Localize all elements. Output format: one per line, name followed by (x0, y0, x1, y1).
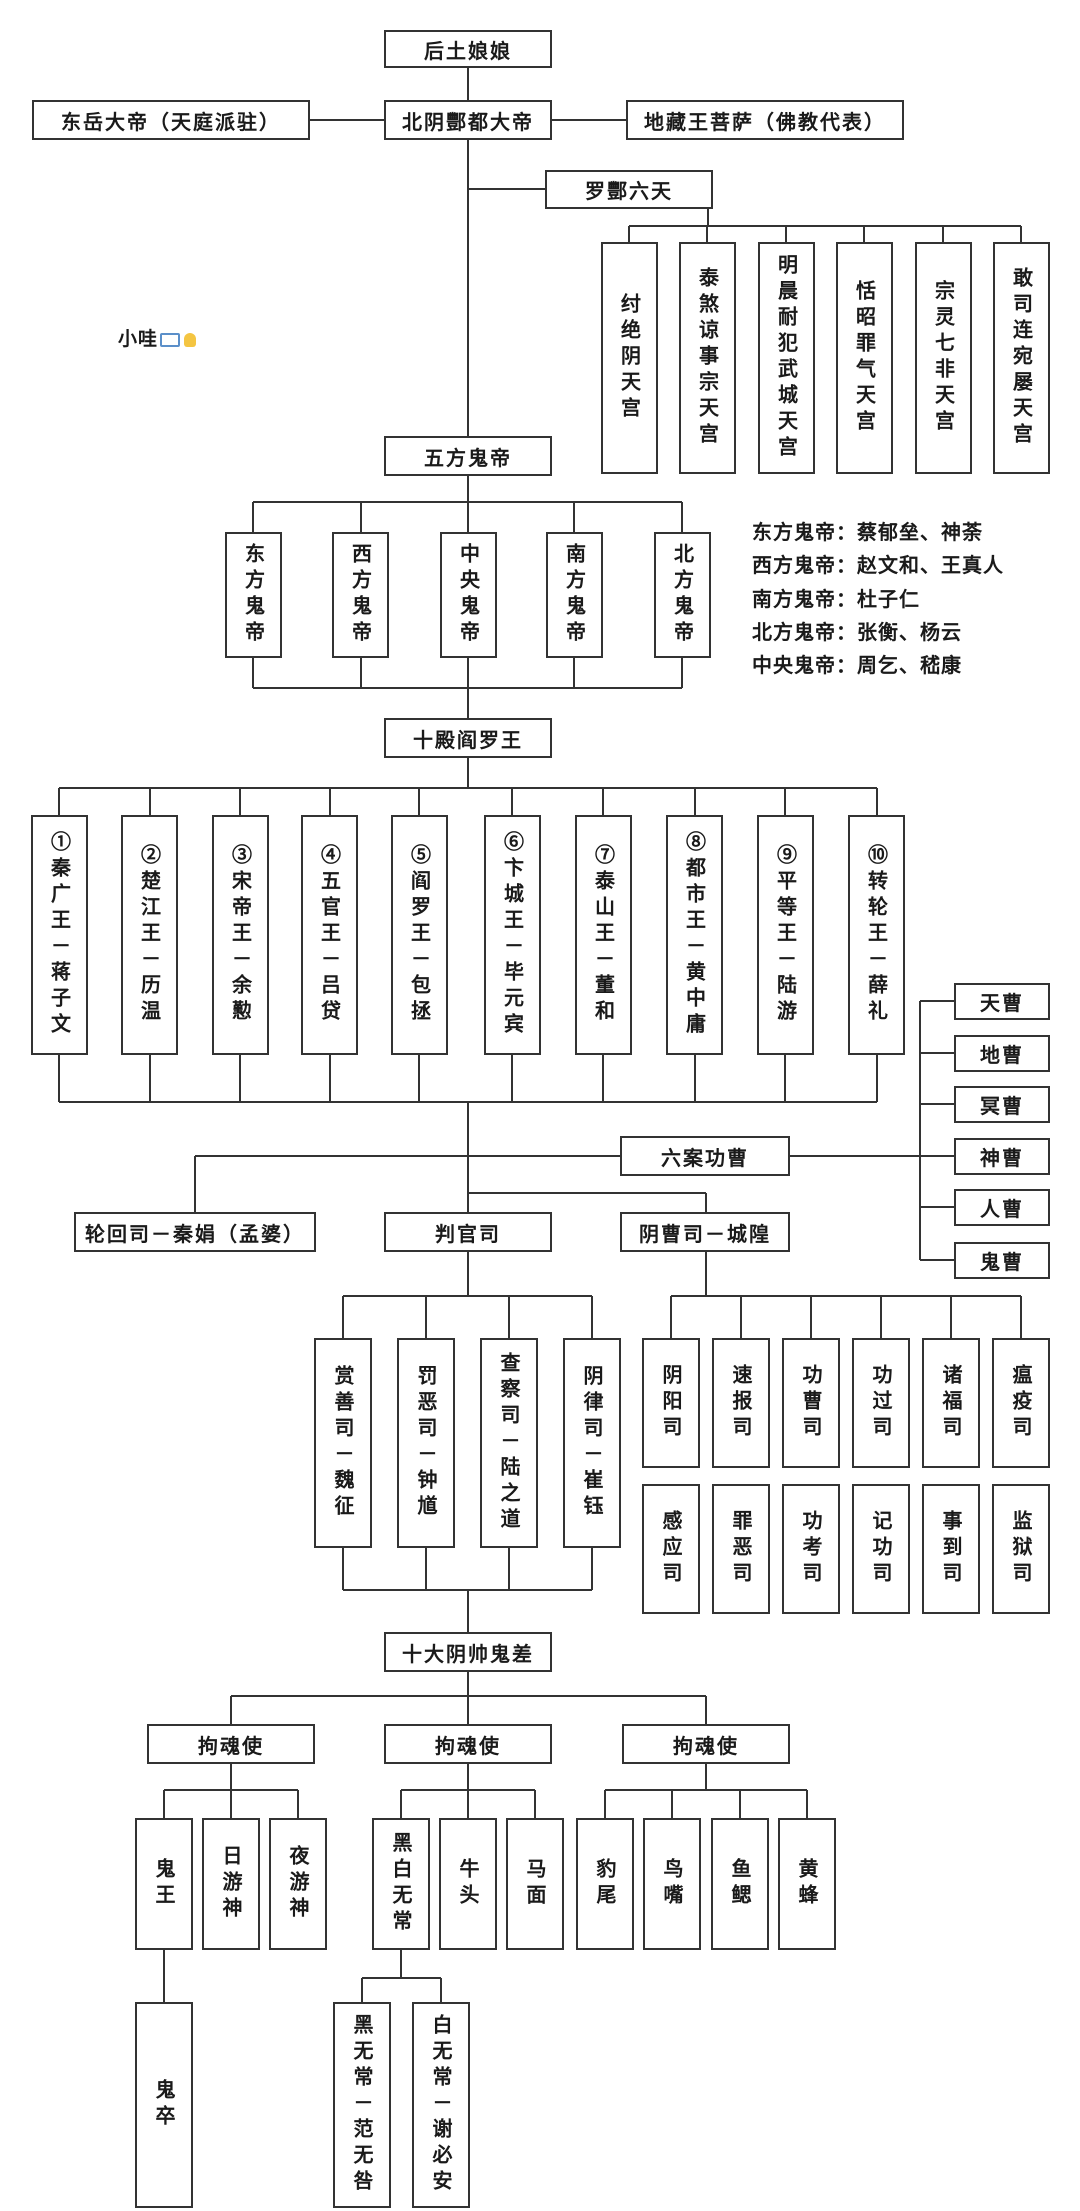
shidian-king-4: ④五官王－吕贷 (301, 815, 358, 1055)
yincao-node: 阴曹司－城隍 (620, 1212, 790, 1252)
liuan-tiancao: 天曹 (954, 983, 1050, 1020)
liuan-guicao: 鬼曹 (954, 1242, 1050, 1279)
panguan-yinlv: 阴律司－崔钰 (563, 1338, 621, 1548)
book-icon (160, 333, 181, 347)
wufang-emperor-center: 中央鬼帝 (440, 532, 497, 658)
wufang-note-5: 中央鬼帝：周乞、嵇康 (752, 653, 962, 677)
shidian-king-8: ⑧都市王－黄中庸 (666, 815, 723, 1055)
niutou-node: 牛头 (439, 1818, 497, 1950)
wufang-note-4: 北方鬼帝：张衡、杨云 (752, 620, 962, 644)
luofeng-palace-5: 宗灵七非天宫 (915, 242, 972, 474)
lightbulb-icon (184, 333, 197, 347)
yincao-wenyi: 瘟疫司 (992, 1338, 1050, 1468)
wufang-note-3: 南方鬼帝：杜子仁 (752, 587, 920, 611)
yincao-zuie: 罪恶司 (712, 1484, 770, 1614)
dongyue-node: 东岳大帝（天庭派驻） (32, 100, 310, 140)
wufang-emperor-west: 西方鬼帝 (332, 532, 389, 658)
yincao-subao: 速报司 (712, 1338, 770, 1468)
author-note: 小哇 (118, 324, 197, 351)
yincao-shidao: 事到司 (922, 1484, 980, 1614)
beiyin-node: 北阴酆都大帝 (384, 100, 552, 140)
gouhun-right: 拘魂使 (622, 1724, 790, 1764)
liuan-mingcao: 冥曹 (954, 1086, 1050, 1123)
luofeng-node: 罗酆六天 (545, 170, 713, 209)
lunhui-node: 轮回司－秦娟（孟婆） (74, 1212, 316, 1252)
liuan-rencao: 人曹 (954, 1189, 1050, 1226)
yincao-ganying: 感应司 (642, 1484, 700, 1614)
mamian-node: 马面 (506, 1818, 564, 1950)
wufang-note-2: 西方鬼帝：赵文和、王真人 (752, 553, 1004, 577)
yincao-gongcao: 功曹司 (782, 1338, 840, 1468)
yincao-yinyang: 阴阳司 (642, 1338, 700, 1468)
yincao-jianyu: 监狱司 (992, 1484, 1050, 1614)
shidian-king-6: ⑥卞城王－毕元宾 (484, 815, 541, 1055)
wufang-emperor-south: 南方鬼帝 (546, 532, 603, 658)
yincao-jigong: 记功司 (852, 1484, 910, 1614)
huangfeng-node: 黄蜂 (778, 1818, 836, 1950)
luofeng-palace-3: 明晨耐犯武城天宫 (758, 242, 815, 474)
yinshuai-node: 十大阴帅鬼差 (384, 1632, 552, 1672)
shidian-king-7: ⑦泰山王－董和 (575, 815, 632, 1055)
yeyoushen-node: 夜游神 (269, 1818, 327, 1950)
yincao-zhufu: 诸福司 (922, 1338, 980, 1468)
shidian-king-1: ①秦广王－蒋子文 (31, 815, 88, 1055)
niaozui-node: 鸟嘴 (643, 1818, 701, 1950)
luofeng-palace-2: 泰煞谅事宗天宫 (679, 242, 736, 474)
wufang-node: 五方鬼帝 (384, 436, 552, 476)
author-name: 小哇 (118, 328, 159, 350)
baowei-node: 豹尾 (576, 1818, 634, 1950)
baiwuchang-node: 白无常－谢必安 (412, 2002, 470, 2208)
shidian-king-2: ②楚江王－历温 (121, 815, 178, 1055)
liuan-shencao: 神曹 (954, 1138, 1050, 1175)
luofeng-palace-4: 恬昭罪气天宫 (836, 242, 893, 474)
yincao-gongkao: 功考司 (782, 1484, 840, 1614)
yincao-gongguo: 功过司 (852, 1338, 910, 1468)
gouhun-left: 拘魂使 (147, 1724, 315, 1764)
heiwuchang-node: 黑无常－范无咎 (333, 2002, 391, 2208)
luofeng-palace-1: 纣绝阴天宫 (601, 242, 658, 474)
shidian-king-5: ⑤阎罗王－包拯 (391, 815, 448, 1055)
guizu-node: 鬼卒 (135, 2002, 193, 2208)
liuan-dicao: 地曹 (954, 1035, 1050, 1072)
panguan-node: 判官司 (384, 1212, 552, 1252)
riyoushen-node: 日游神 (202, 1818, 260, 1950)
luofeng-palace-6: 敢司连宛屡天宫 (993, 242, 1050, 474)
heibaiwuchang-node: 黑白无常 (372, 1818, 430, 1950)
panguan-fae: 罚恶司－钟馗 (397, 1338, 455, 1548)
houtu-node: 后土娘娘 (384, 30, 552, 68)
guiwang-node: 鬼王 (135, 1818, 193, 1950)
wufang-note-1: 东方鬼帝：蔡郁垒、神荼 (752, 520, 983, 544)
shidian-king-10: ⑩转轮王－薛礼 (848, 815, 905, 1055)
panguan-shangshan: 赏善司－魏征 (314, 1338, 372, 1548)
panguan-chacha: 查察司－陆之道 (480, 1338, 538, 1548)
shidian-king-3: ③宋帝王－余懃 (212, 815, 269, 1055)
wufang-emperor-north: 北方鬼帝 (654, 532, 711, 658)
shidian-node: 十殿阎罗王 (384, 718, 552, 758)
gouhun-center: 拘魂使 (384, 1724, 552, 1764)
yusai-node: 鱼鳃 (711, 1818, 769, 1950)
liuan-node: 六案功曹 (620, 1136, 790, 1176)
wufang-emperor-east: 东方鬼帝 (225, 532, 282, 658)
dizang-node: 地藏王菩萨（佛教代表） (626, 100, 904, 140)
shidian-king-9: ⑨平等王－陆游 (757, 815, 814, 1055)
